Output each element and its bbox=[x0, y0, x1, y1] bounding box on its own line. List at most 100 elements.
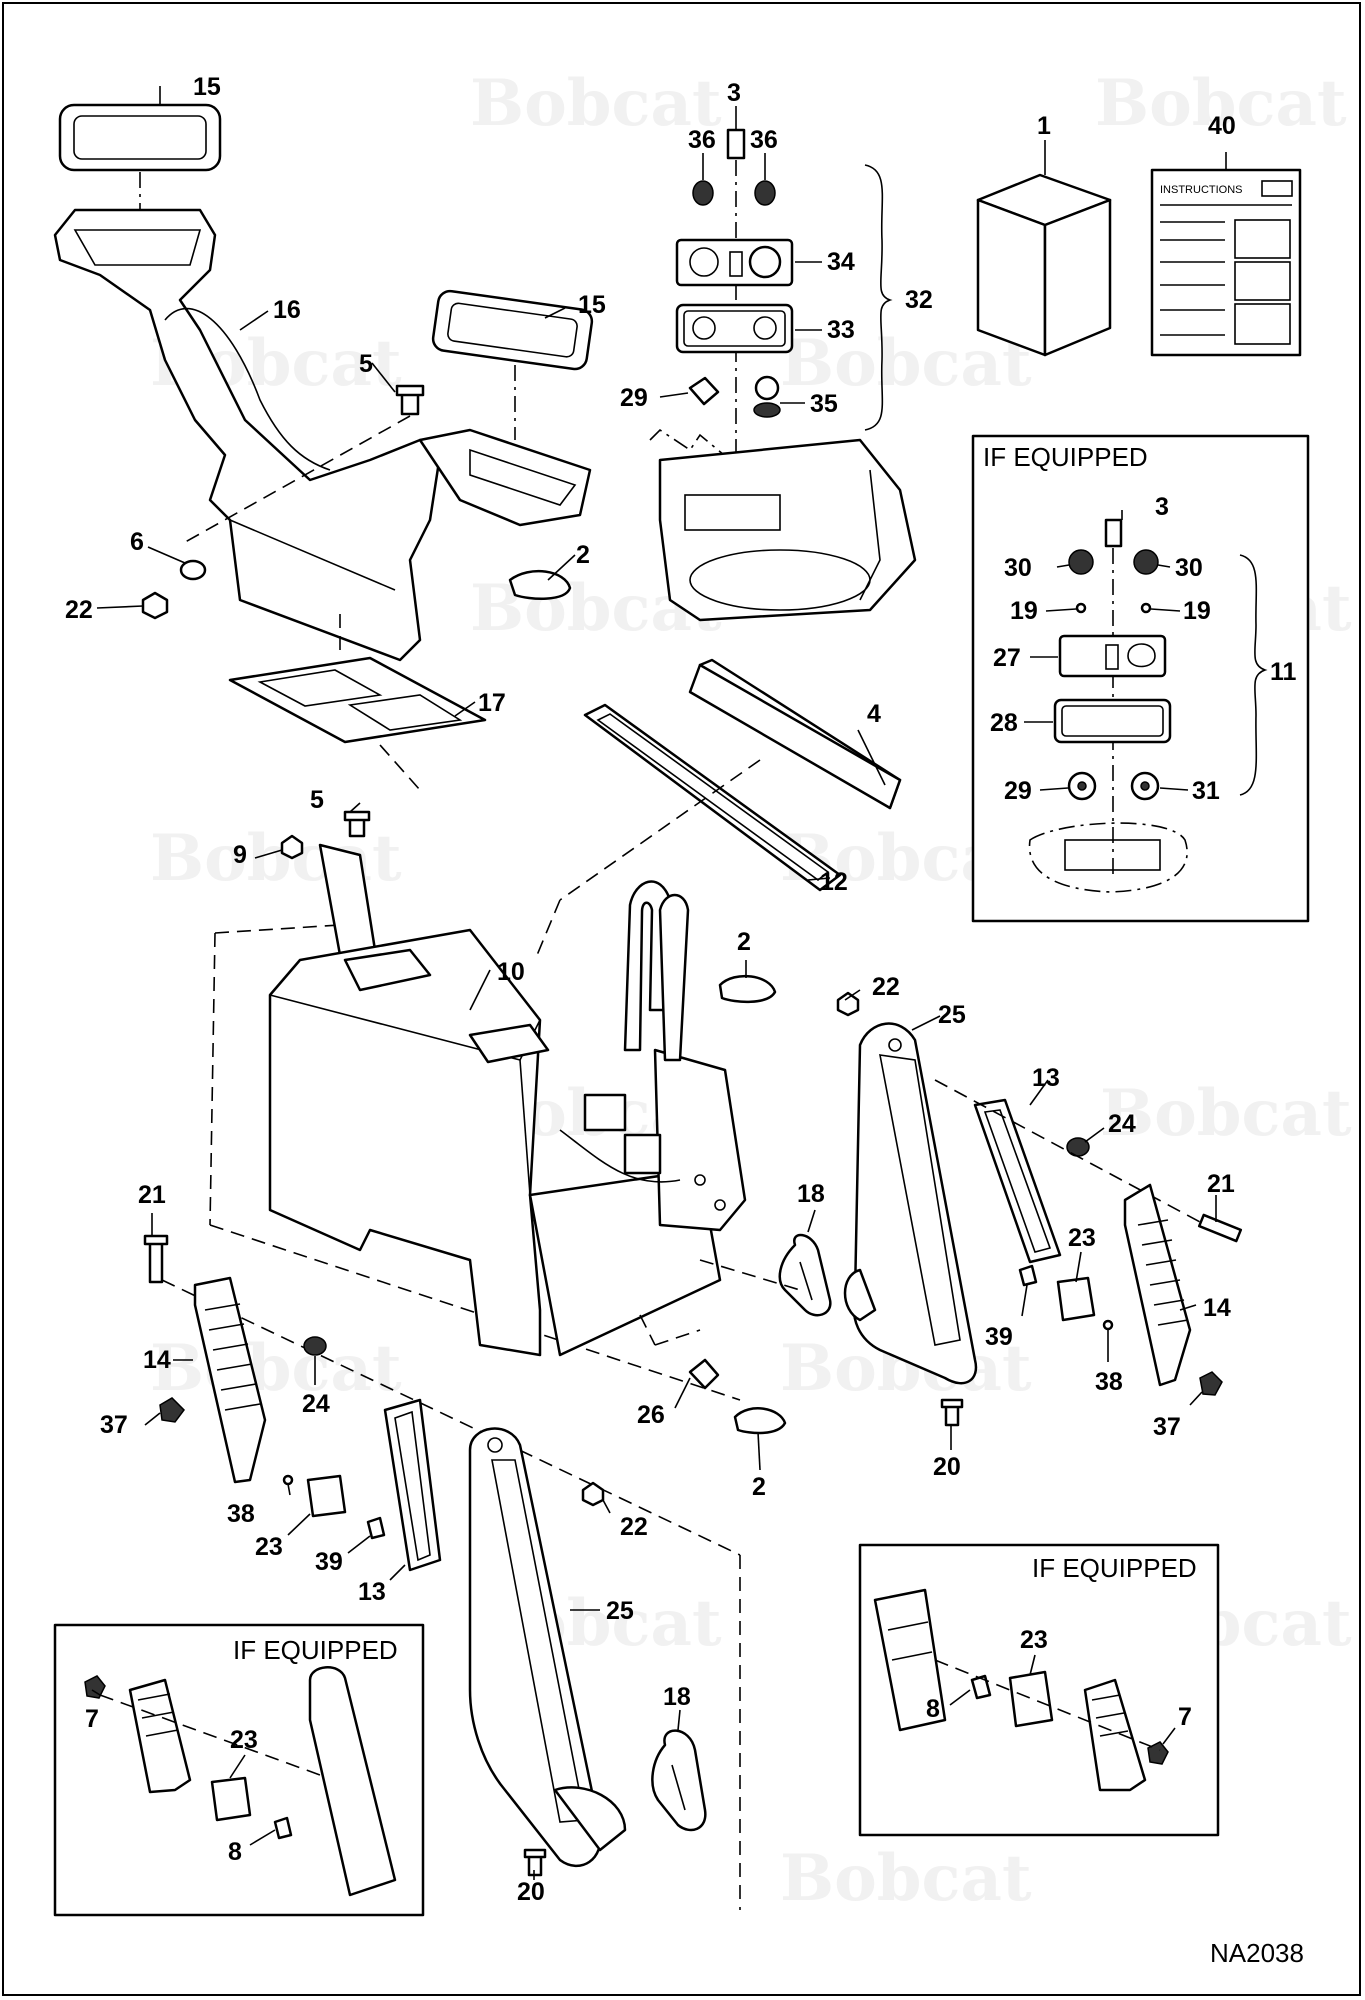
knob-30-left bbox=[1068, 549, 1094, 575]
knob-7-right bbox=[1147, 1741, 1169, 1765]
grille-slat bbox=[145, 1729, 179, 1737]
console-hose bbox=[623, 880, 672, 1052]
callout: 4 bbox=[867, 700, 881, 728]
watermark: Bobcat bbox=[780, 326, 1032, 401]
guide-line bbox=[654, 1329, 701, 1346]
guide-line bbox=[934, 1659, 1161, 1751]
filter-13-left bbox=[383, 1398, 442, 1572]
console-opening bbox=[343, 948, 432, 992]
filter-17 bbox=[228, 656, 487, 744]
pin-19-right bbox=[1140, 602, 1152, 614]
callout: 31 bbox=[1192, 777, 1220, 805]
console-housing bbox=[658, 438, 917, 622]
callout: 19 bbox=[1010, 597, 1038, 625]
console-wire bbox=[559, 1129, 681, 1183]
clip-39-left bbox=[366, 1516, 386, 1540]
watermark: Bobcat bbox=[150, 1331, 402, 1406]
side-panel-hole bbox=[888, 1038, 902, 1052]
if-equipped-box-left: IF EQUIPPED bbox=[53, 1623, 425, 1917]
fitting-26 bbox=[688, 1358, 720, 1390]
callout: 26 bbox=[637, 1401, 665, 1429]
callout: 23 bbox=[255, 1533, 283, 1561]
callout: 22 bbox=[65, 596, 93, 624]
callout: 35 bbox=[810, 390, 838, 418]
clamp-2-upper bbox=[718, 974, 777, 1003]
manual-icon bbox=[1261, 180, 1293, 197]
plate-33-hole bbox=[692, 316, 716, 340]
grille-slat bbox=[1149, 1279, 1181, 1286]
housing-edge bbox=[859, 469, 881, 601]
plate-34-switch bbox=[748, 245, 782, 279]
clamp-2-lower bbox=[733, 1407, 787, 1435]
callout: 39 bbox=[985, 1323, 1013, 1351]
nut-9 bbox=[280, 834, 304, 860]
grille-slat bbox=[204, 1303, 241, 1311]
pin-38-left bbox=[282, 1474, 294, 1486]
duct-16 bbox=[53, 208, 442, 662]
console-hole bbox=[694, 1174, 706, 1186]
kit-and-manual: INSTRUCTIONS bbox=[976, 168, 1302, 357]
guide-line bbox=[161, 1279, 741, 1556]
if-equipped-box-switches: IF EQUIPPED bbox=[971, 434, 1310, 923]
callout: 16 bbox=[273, 296, 301, 324]
grille-slat bbox=[220, 1383, 257, 1391]
callout: 22 bbox=[620, 1513, 648, 1541]
callout: 9 bbox=[233, 841, 247, 869]
nut-22 bbox=[141, 591, 169, 620]
knob-36-left bbox=[692, 180, 714, 206]
callout: 40 bbox=[1208, 112, 1236, 140]
grille-slat bbox=[1137, 1219, 1169, 1226]
handle-18-right-inner bbox=[799, 1261, 813, 1301]
callout: 36 bbox=[750, 126, 778, 154]
bolt-5-lower-head bbox=[343, 810, 371, 822]
duct-16-opening bbox=[73, 229, 202, 266]
manual-title: INSTRUCTIONS bbox=[1160, 184, 1243, 196]
pin-38-right bbox=[1102, 1319, 1114, 1331]
grille-slat bbox=[216, 1363, 253, 1371]
grille-slat bbox=[1141, 1239, 1173, 1246]
callout: 6 bbox=[130, 528, 144, 556]
plate-28 bbox=[1053, 698, 1172, 744]
callout: 14 bbox=[1203, 1294, 1231, 1322]
side-panel-hole bbox=[487, 1437, 503, 1453]
grommet-24-left bbox=[303, 1336, 327, 1356]
callout: 23 bbox=[1020, 1626, 1048, 1654]
housing-outline bbox=[649, 428, 731, 461]
guide-line bbox=[99, 1694, 321, 1776]
handle-18-left bbox=[651, 1729, 707, 1832]
if-equipped-box-right: IF EQUIPPED bbox=[858, 1543, 1220, 1837]
callout: 18 bbox=[663, 1683, 691, 1711]
filter-17-window bbox=[257, 669, 383, 707]
callout: 14 bbox=[143, 1346, 171, 1374]
if-equipped-label: IF EQUIPPED bbox=[1032, 1553, 1197, 1583]
label-23-box-left bbox=[210, 1776, 252, 1822]
watermark: Bobcat bbox=[1100, 1076, 1352, 1151]
callout: 23 bbox=[230, 1726, 258, 1754]
console-valve bbox=[623, 1133, 662, 1175]
callout: 19 bbox=[1183, 597, 1211, 625]
grille-slat bbox=[1095, 1712, 1125, 1719]
watermark: Bobcat bbox=[1095, 66, 1347, 141]
grille-slat bbox=[1157, 1319, 1189, 1326]
guide-line bbox=[209, 932, 216, 1226]
connector-35 bbox=[754, 375, 780, 401]
gasket-15-top-inner bbox=[73, 115, 207, 160]
callout: 27 bbox=[993, 644, 1021, 672]
knob-30-right bbox=[1133, 549, 1159, 575]
guide-line bbox=[934, 1079, 1216, 1231]
filter-panels bbox=[534, 658, 902, 961]
plate-27-slot bbox=[1105, 644, 1119, 670]
if-equipped-label: IF EQUIPPED bbox=[233, 1635, 398, 1665]
filter-4 bbox=[688, 663, 902, 810]
plate-27-switch bbox=[1127, 643, 1156, 668]
callout: 2 bbox=[752, 1473, 766, 1501]
guide-line bbox=[699, 1259, 801, 1291]
plate-27 bbox=[1058, 634, 1167, 678]
filter-17-window bbox=[347, 694, 463, 731]
left-lower-assembly bbox=[143, 1234, 741, 1910]
grille-box-right bbox=[1083, 1678, 1147, 1792]
callout: 25 bbox=[606, 1597, 634, 1625]
right-side-assembly bbox=[699, 991, 1243, 1427]
callout: 34 bbox=[827, 248, 855, 276]
callout: 1 bbox=[1037, 112, 1051, 140]
